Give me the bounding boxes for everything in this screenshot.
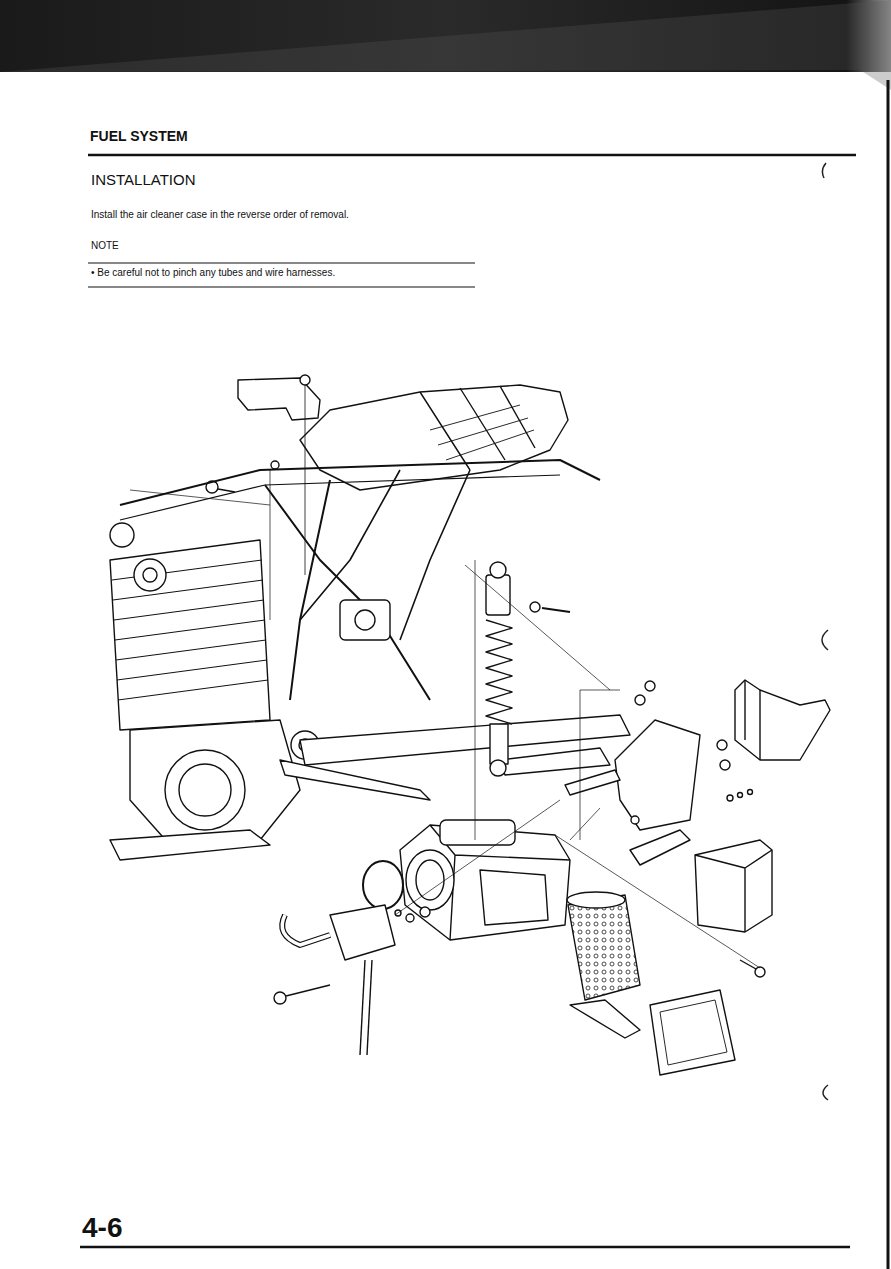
rule (88, 154, 856, 157)
note-heading: NOTE (91, 240, 119, 252)
rule (88, 287, 475, 288)
section-heading: INSTALLATION (91, 171, 195, 188)
rule (80, 1246, 850, 1249)
section-title: FUEL SYSTEM (90, 128, 188, 144)
body-text: Install the air cleaner case in the reve… (91, 209, 349, 221)
motorcycle-illustration (110, 375, 830, 1075)
rule (88, 263, 475, 264)
page-edge (887, 80, 890, 1269)
page-number: 4-6 (82, 1212, 122, 1244)
note-text: • Be careful not to pinch any tubes and … (91, 267, 335, 279)
